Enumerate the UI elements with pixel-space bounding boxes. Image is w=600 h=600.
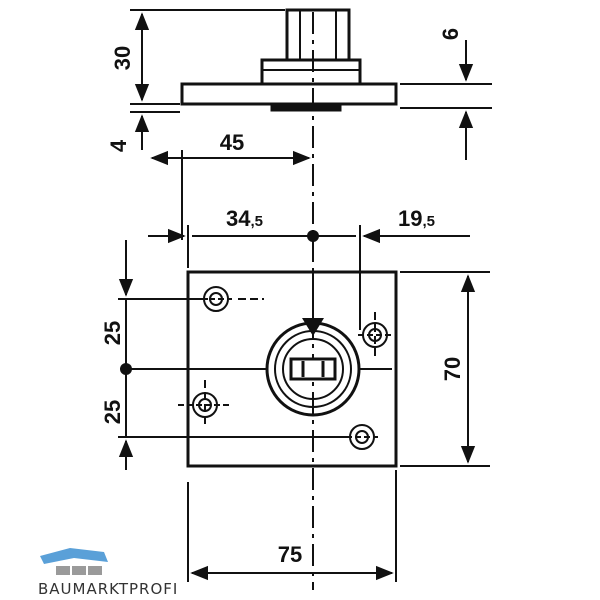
dim-45-label: 45 <box>220 130 244 155</box>
dim-25-lower-label: 25 <box>100 400 125 424</box>
logo-roof-icon <box>40 548 108 564</box>
direction-arrow-icon <box>302 318 324 336</box>
dim-75 <box>187 470 397 582</box>
dim-6-label: 6 <box>438 28 463 40</box>
dim-70-label: 70 <box>440 357 465 381</box>
dim-75-label: 75 <box>278 542 302 567</box>
dim-19-5-label: 19,5 <box>398 206 435 231</box>
base-plate <box>180 82 398 106</box>
dim-25-upper-label: 25 <box>100 321 125 345</box>
shaft <box>285 8 351 62</box>
screw-hole-left-lower <box>178 380 232 428</box>
dim-30-label: 30 <box>110 46 135 70</box>
dim-4 <box>130 111 180 150</box>
side-view <box>180 8 398 112</box>
cylinder-core <box>282 338 344 400</box>
dim-4-label: 4 <box>106 139 131 152</box>
screw-hole-bottom-right <box>346 424 378 450</box>
dim-19-5 <box>318 225 470 330</box>
dim-6 <box>400 40 492 160</box>
dim-70 <box>400 271 490 467</box>
baumarktprofi-logo: BAUMARKTPROFI <box>38 548 178 598</box>
collar <box>260 58 362 86</box>
dim-34-5-label: 34,5 <box>226 206 263 231</box>
dim-reference-dot-top <box>307 230 319 242</box>
dim-45 <box>150 150 311 240</box>
screw-hole-top-left <box>200 286 264 312</box>
logo-text: BAUMARKTPROFI <box>38 580 178 598</box>
screw-holes <box>178 286 392 450</box>
dim-34-5 <box>148 225 308 268</box>
dim-30 <box>130 9 285 105</box>
dim-reference-dot-left <box>120 363 132 375</box>
screw-hole-right-upper <box>358 312 392 360</box>
key-slot <box>289 357 337 381</box>
